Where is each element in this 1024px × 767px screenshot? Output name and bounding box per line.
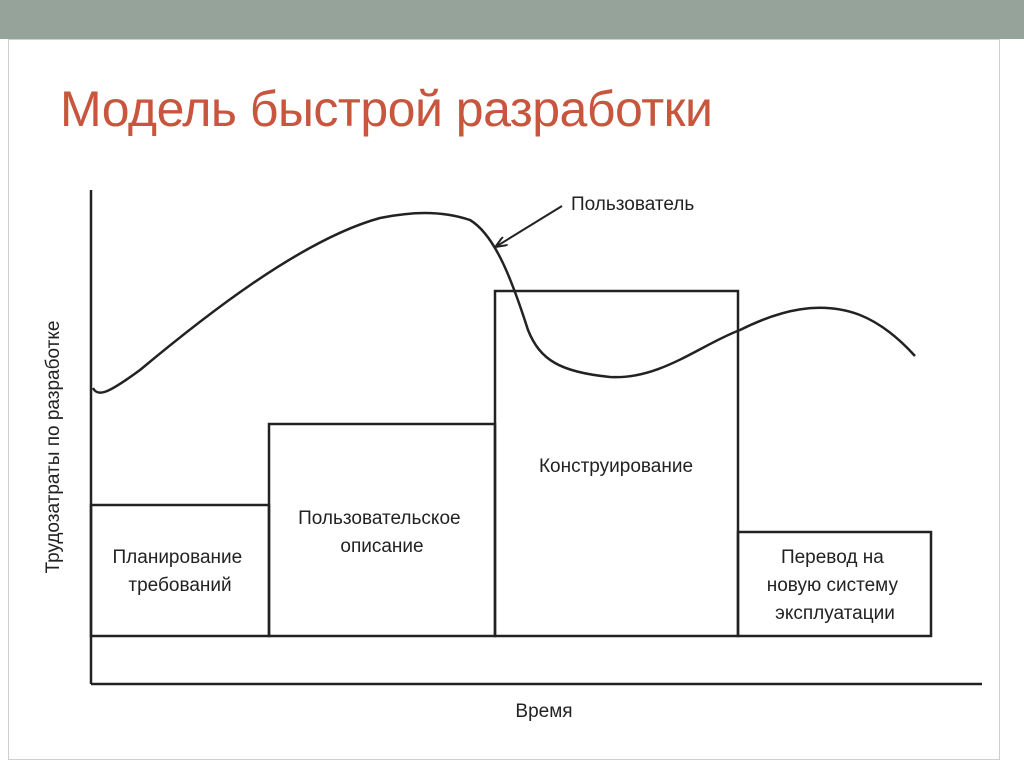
top-accent-bar bbox=[0, 0, 1024, 39]
phase-label-user-description: Пользовательское описание bbox=[298, 508, 466, 557]
phase-label-cutover: Перевод на новую систему эксплуатации bbox=[767, 547, 904, 624]
y-axis-label: Трудозатраты по разработке bbox=[43, 321, 64, 574]
x-axis-label: Время bbox=[515, 701, 572, 722]
phase-box-construction bbox=[493, 289, 740, 638]
curve-label: Пользователь bbox=[571, 194, 694, 215]
user-involvement-curve bbox=[91, 211, 916, 394]
phase-box-requirements bbox=[89, 503, 271, 638]
slide-title: Модель быстрой разработки bbox=[60, 81, 713, 137]
phase-box-cutover bbox=[736, 530, 933, 638]
callout-arrow bbox=[497, 205, 563, 246]
slide-frame bbox=[8, 39, 1000, 760]
phase-box-user-description bbox=[267, 422, 497, 638]
phase-label-requirements: Планирование требований bbox=[113, 547, 248, 596]
phase-label-construction: Конструирование bbox=[539, 456, 693, 477]
